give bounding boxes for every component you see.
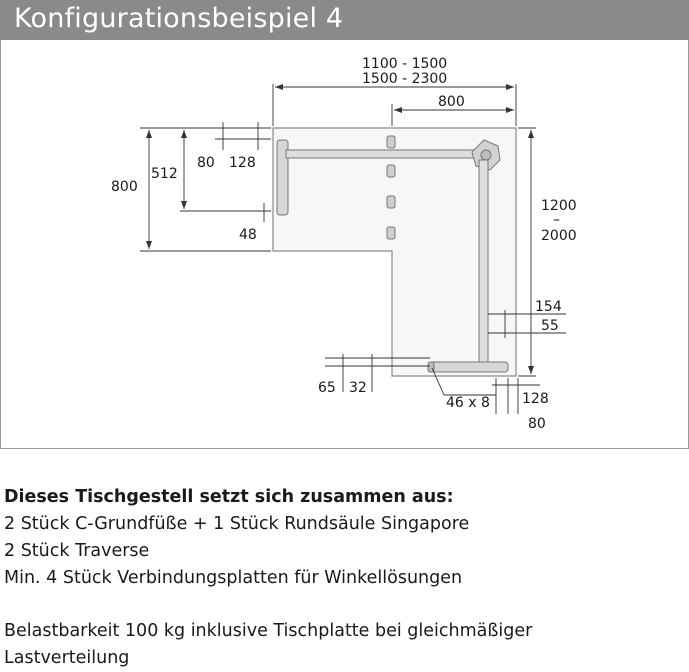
dim-right-154: 154 (535, 299, 562, 315)
technical-drawing: 1100 - 1500 1500 - 2300 800 800 512 80 1… (111, 56, 577, 432)
arrow-heads (146, 84, 534, 374)
dim-left-128: 128 (229, 155, 256, 171)
description-heading: Dieses Tischgestell setzt sich zusammen … (4, 487, 454, 507)
traverse-vertical (478, 159, 489, 363)
title-bar: Konfigurationsbeispiel 4 (0, 0, 689, 40)
dim-left-800: 800 (111, 179, 138, 195)
description-line: Min. 4 Stück Verbindungsplatten für Wink… (4, 568, 463, 588)
connection-plate (386, 164, 396, 178)
dim-top-width-b: 1500 - 2300 (362, 71, 447, 87)
connection-plate (386, 135, 396, 149)
dim-right-dash: – (553, 212, 560, 228)
spacer (4, 592, 684, 618)
connection-plate (386, 226, 396, 240)
dim-left-48: 48 (239, 227, 257, 243)
dimension-lines (140, 84, 566, 414)
connection-plate (386, 195, 396, 209)
dim-bottom-32: 32 (349, 380, 367, 396)
dim-right-1200: 1200 (541, 198, 577, 214)
dim-right-2000: 2000 (541, 228, 577, 244)
description-line: 2 Stück Traverse (4, 541, 150, 561)
dim-left-512: 512 (151, 166, 178, 182)
page-title: Konfigurationsbeispiel 4 (14, 3, 344, 34)
dim-bottom-80: 80 (528, 416, 546, 432)
c-foot-left (276, 139, 289, 216)
dim-bottom-128: 128 (522, 391, 549, 407)
load-capacity-line: Belastbarkeit 100 kg inklusive Tischplat… (4, 621, 533, 641)
traverse-top (285, 149, 477, 159)
dim-top-width-a: 1100 - 1500 (362, 56, 447, 72)
dim-right-55: 55 (541, 318, 559, 334)
dim-left-80: 80 (197, 155, 215, 171)
dim-top-800: 800 (438, 94, 465, 110)
c-foot-bottom (429, 361, 509, 373)
table-top-outline (272, 127, 517, 377)
dim-bottom-65: 65 (318, 380, 336, 396)
dim-bottom-46x8: 46 x 8 (446, 395, 490, 411)
load-capacity-line: Lastverteilung (4, 648, 130, 668)
description-line: 2 Stück C-Grundfüße + 1 Stück Rundsäule … (4, 514, 470, 534)
description: Dieses Tischgestell setzt sich zusammen … (4, 484, 684, 672)
